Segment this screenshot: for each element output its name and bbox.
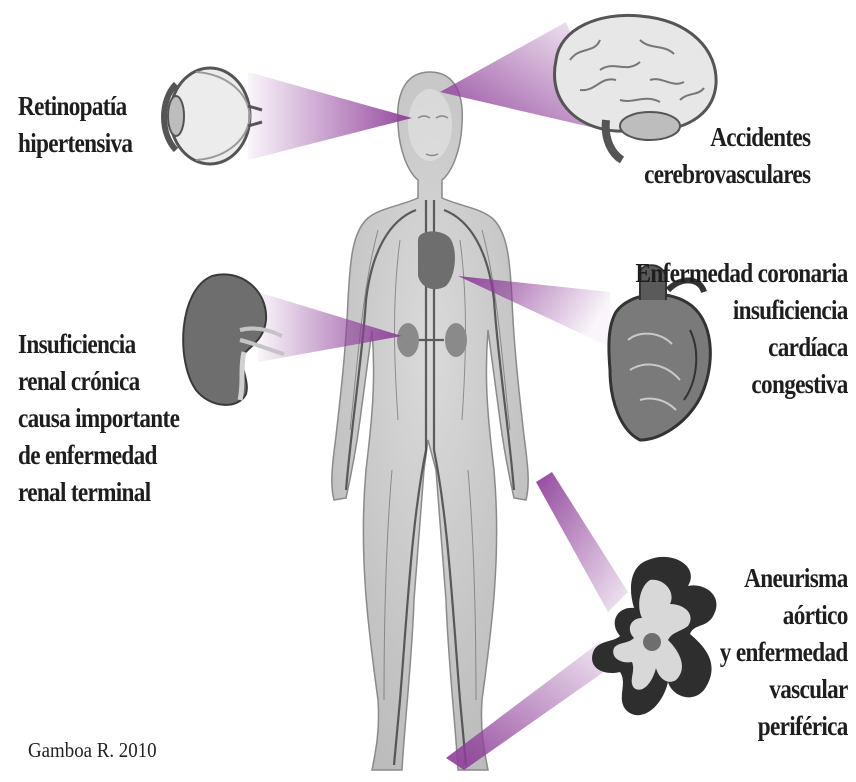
- label-line: cerebrovasculares: [644, 156, 810, 193]
- label-line: Retinopatía: [18, 88, 132, 125]
- label-line: Accidentes: [644, 119, 810, 156]
- human-body-icon: [332, 72, 528, 770]
- label-line: de enfermedad: [18, 437, 179, 474]
- label-line: y enfermedad: [720, 634, 848, 671]
- label-line: renal terminal: [18, 474, 179, 511]
- label-accidentes-cerebrovasculares: Accidentes cerebrovasculares: [644, 119, 810, 193]
- label-line: congestiva: [636, 366, 848, 403]
- label-line: vascular: [720, 671, 848, 708]
- label-retinopatia: Retinopatía hipertensiva: [18, 88, 132, 162]
- source-credit: Gamboa R. 2010: [28, 738, 157, 763]
- label-enfermedad-coronaria: Enfermedad coronaria insuficiencia cardí…: [636, 255, 848, 403]
- label-aneurisma-aortico: Aneurisma aórtico y enfermedad vascular …: [720, 560, 848, 745]
- label-line: periférica: [720, 708, 848, 745]
- beam-artery-upper: [536, 472, 628, 612]
- label-line: insuficiencia: [636, 292, 848, 329]
- eye-icon: [164, 68, 262, 164]
- label-line: Aneurisma: [720, 560, 848, 597]
- label-line: causa importante: [18, 400, 179, 437]
- label-line: hipertensiva: [18, 125, 132, 162]
- beam-eye: [248, 72, 412, 160]
- label-line: Insuficiencia: [18, 326, 179, 363]
- label-line: aórtico: [720, 597, 848, 634]
- label-line: renal crónica: [18, 363, 179, 400]
- label-line: cardíaca: [636, 329, 848, 366]
- label-line: Enfermedad coronaria: [636, 255, 848, 292]
- label-insuficiencia-renal: Insuficiencia renal crónica causa import…: [18, 326, 179, 511]
